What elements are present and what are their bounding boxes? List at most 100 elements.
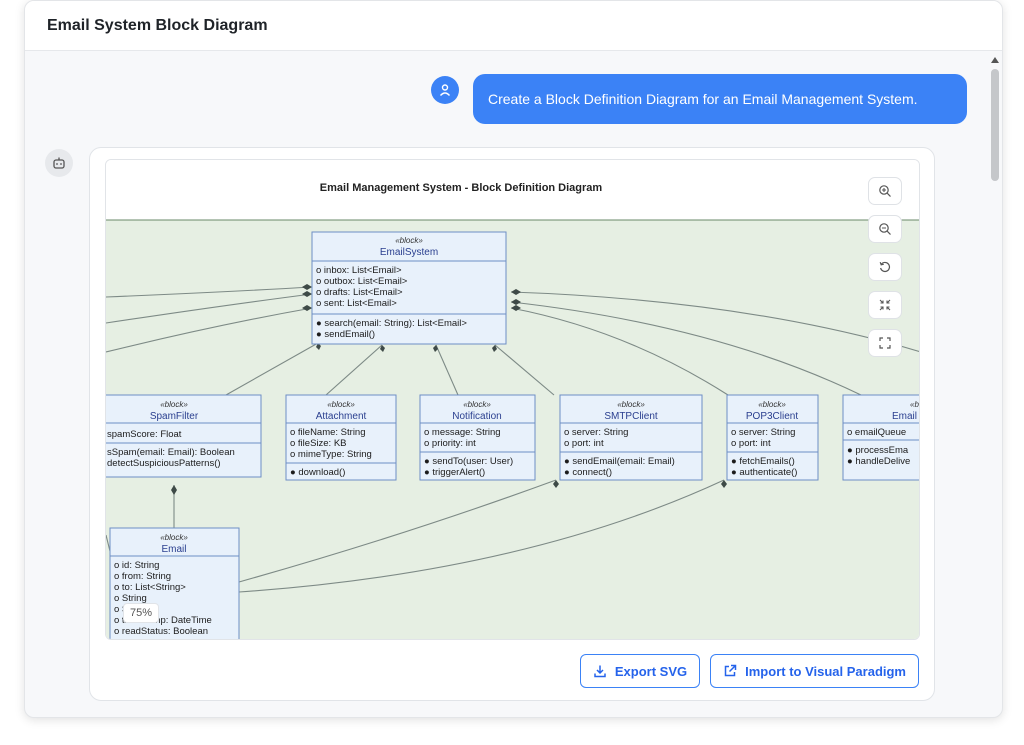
- attribute: o String: [114, 593, 147, 604]
- block-stereotype: «block»: [327, 400, 355, 409]
- operation: sSpam(email: Email): Boolean: [107, 447, 235, 458]
- scroll-thumb[interactable]: [991, 69, 999, 181]
- rotate-ccw-icon: [879, 261, 891, 272]
- block-name: Notification: [452, 411, 501, 422]
- operation: ● sendTo(user: User): [424, 456, 513, 467]
- operation: ● fetchEmails(): [731, 456, 795, 467]
- operation: detectSuspiciousPatterns(): [107, 458, 221, 469]
- attribute: o port: int: [731, 438, 771, 449]
- operation: ● download(): [290, 467, 345, 478]
- composition-diamonds: [171, 284, 727, 495]
- download-icon: [594, 665, 606, 678]
- operation: ● sendEmail(email: Email): [564, 456, 675, 467]
- attribute: o server: String: [731, 427, 795, 438]
- attribute: o fileSize: KB: [290, 438, 347, 449]
- attribute: o id: String: [114, 560, 159, 571]
- block-stereotype: «block»: [617, 400, 645, 409]
- attribute: o readStatus: Boolean: [114, 626, 208, 637]
- attribute: o priority: int: [424, 438, 476, 449]
- scroll-up-icon[interactable]: [991, 57, 999, 63]
- operation: ● connect(): [564, 467, 612, 478]
- response-card: Email Management System - Block Definiti…: [89, 147, 935, 701]
- operation: ● sendEmail(): [316, 329, 375, 340]
- fullscreen-button[interactable]: [868, 329, 902, 357]
- block-stereotype: «block»: [463, 400, 491, 409]
- fullscreen-icon: [879, 337, 891, 349]
- window-header: Email System Block Diagram: [25, 1, 1002, 51]
- shrink-arrows-icon: [879, 299, 891, 311]
- block-emailqueue[interactable]: «b Email o emailQueue ● processEma ● han…: [842, 394, 920, 481]
- app-window: Email System Block Diagram Create a Bloc…: [24, 0, 1003, 718]
- robot-icon: [53, 157, 65, 169]
- user-message: Create a Block Definition Diagram for an…: [473, 74, 967, 124]
- response-actions: Export SVG Import to Visual Paradigm: [579, 654, 919, 688]
- user-icon: [439, 84, 451, 96]
- zoom-level-readout: 75%: [123, 603, 159, 623]
- svg-text:o message: String: o message: String o priority: int ● send…: [424, 427, 516, 478]
- block-name: Attachment: [316, 411, 367, 422]
- block-name: SpamFilter: [150, 411, 199, 422]
- export-svg-button[interactable]: Export SVG: [579, 654, 701, 688]
- block-attachment[interactable]: «block» Attachment o fileName: String o …: [285, 394, 397, 481]
- import-vp-label: Import to Visual Paradigm: [745, 663, 906, 679]
- block-name: SMTPClient: [604, 411, 658, 422]
- attribute: o server: String: [564, 427, 628, 438]
- attribute: o drafts: List<Email>: [316, 287, 403, 298]
- svg-text:o inbox: List<Email>: o inbox: List<Email> o outbox: List<Emai…: [316, 265, 470, 340]
- block-pop3client[interactable]: «block» POP3Client o server: String o po…: [726, 394, 819, 481]
- vertical-scrollbar[interactable]: [988, 51, 1002, 717]
- block-stereotype: «block»: [395, 236, 423, 245]
- attribute: o fileName: String: [290, 427, 366, 438]
- diagram-viewer[interactable]: Email Management System - Block Definiti…: [105, 159, 920, 640]
- attribute: o from: String: [114, 571, 171, 582]
- user-avatar: [431, 76, 459, 104]
- block-emailsystem[interactable]: «block» EmailSystem o inbox: List<Email>…: [311, 231, 507, 345]
- attribute: o sent: List<Email>: [316, 298, 397, 309]
- operation: ● authenticate(): [731, 467, 797, 478]
- svg-text:o server: String o: o server: String o port: int ● sendEmail…: [564, 427, 677, 478]
- reset-view-button[interactable]: [868, 253, 902, 281]
- operation: ● handleDelive: [847, 456, 910, 467]
- block-definition-diagram: Email Management System - Block Definiti…: [106, 160, 920, 640]
- block-email[interactable]: «block» Email o id: String o from: Strin…: [109, 527, 240, 640]
- attribute: o mimeType: String: [290, 449, 372, 460]
- attribute: o message: String: [424, 427, 501, 438]
- association-lines: [106, 286, 919, 593]
- zoom-in-icon: [879, 185, 891, 197]
- block-notification[interactable]: «block» Notification o message: String o…: [419, 394, 536, 481]
- block-smtpclient[interactable]: «block» SMTPClient o server: String o po…: [559, 394, 703, 481]
- operation: ● processEma: [847, 445, 909, 456]
- attribute: o emailQueue: [847, 427, 906, 438]
- window-title: Email System Block Diagram: [47, 16, 268, 34]
- block-stereotype: «block»: [758, 400, 786, 409]
- import-visual-paradigm-button[interactable]: Import to Visual Paradigm: [710, 654, 919, 688]
- zoom-out-button[interactable]: [868, 215, 902, 243]
- block-stereotype: «b: [910, 400, 919, 409]
- block-stereotype: «block»: [160, 533, 188, 542]
- block-name: EmailSystem: [380, 247, 438, 258]
- svg-text:o emailQueue ● pro: o emailQueue ● processEma ● handleDelive: [847, 427, 911, 467]
- diagram-title: Email Management System - Block Definiti…: [320, 182, 603, 194]
- block-stereotype: «block»: [160, 400, 188, 409]
- zoom-out-icon: [879, 223, 891, 235]
- zoom-in-button[interactable]: [868, 177, 902, 205]
- attribute: o inbox: List<Email>: [316, 265, 402, 276]
- attribute: o to: List<String>: [114, 582, 186, 593]
- attribute: o outbox: List<Email>: [316, 276, 408, 287]
- fit-to-screen-button[interactable]: [868, 291, 902, 319]
- block-name: Email: [161, 544, 186, 555]
- diagram-zoom-controls: [868, 177, 904, 367]
- bot-avatar: [45, 149, 73, 177]
- export-svg-label: Export SVG: [614, 663, 688, 679]
- svg-text:spamScore: Float s: spamScore: Float sSpam(email: Email): Bo…: [107, 429, 237, 469]
- block-spamfilter[interactable]: «block» SpamFilter spamScore: Float sSpa…: [106, 394, 262, 478]
- attribute: o port: int: [564, 438, 604, 449]
- block-name: POP3Client: [746, 411, 798, 422]
- operation: ● triggerAlert(): [424, 467, 485, 478]
- attribute: spamScore: Float: [107, 429, 182, 440]
- attribute: o timestamp: DateTime: [114, 615, 212, 626]
- block-name: Email: [892, 411, 917, 422]
- svg-text:o server: String o: o server: String o port: int ● fetchEmai…: [731, 427, 798, 478]
- operation: ● search(email: String): List<Email>: [316, 318, 467, 329]
- svg-text:o fileName: String: o fileName: String o fileSize: KB o mime…: [290, 427, 374, 478]
